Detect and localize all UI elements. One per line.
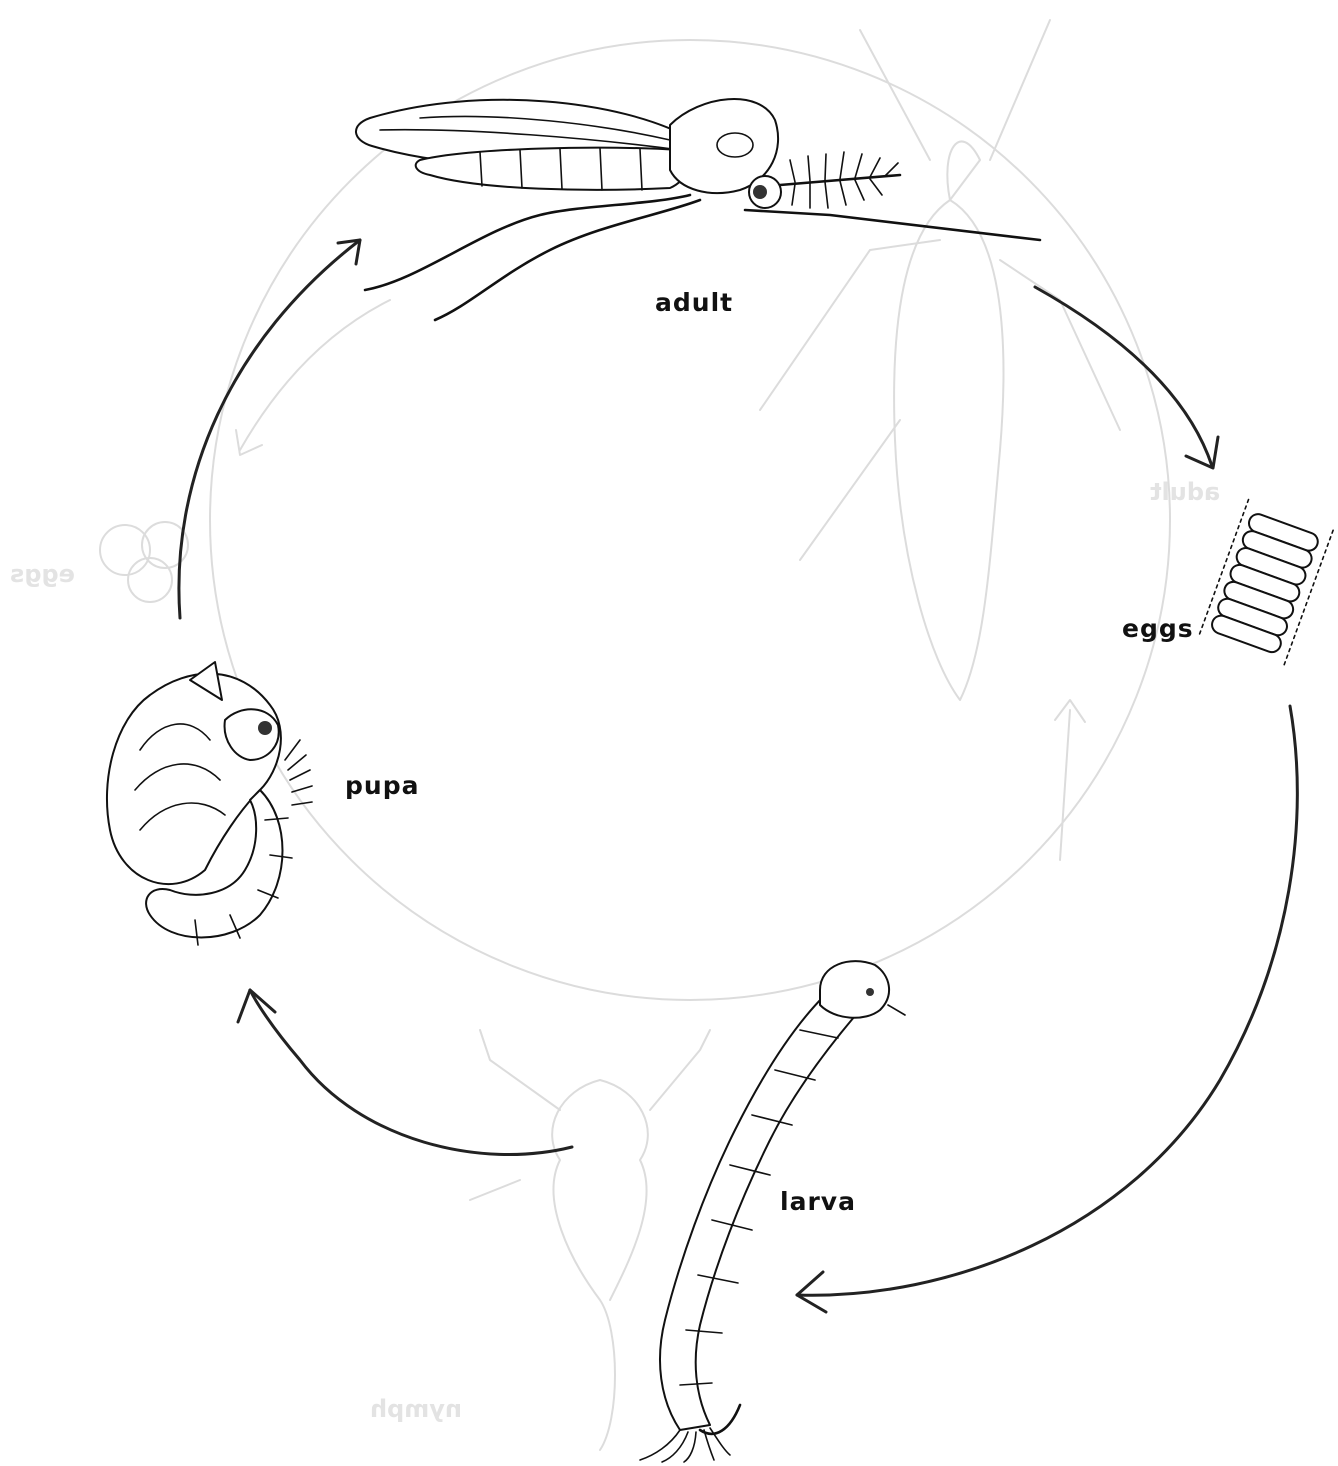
arrowhead-larva-to-pupa	[238, 990, 275, 1022]
larva-mouthpart	[888, 1005, 905, 1015]
ghost-aphid-leg-3	[800, 420, 900, 560]
ghost-aphid-antenna-1	[860, 30, 930, 160]
ghost-aphid-antenna-2	[990, 20, 1050, 160]
ghost-aphid-leg-1	[760, 240, 940, 410]
larva-head	[820, 961, 889, 1018]
ghost-nymph-leg-1	[480, 1030, 560, 1110]
arrow-larva-to-pupa	[250, 990, 572, 1155]
label-adult: adult	[655, 288, 733, 317]
ghost-label-nymph: nymph	[370, 1395, 462, 1423]
label-eggs: eggs	[1122, 614, 1194, 643]
arrowhead-eggs-to-larva	[797, 1272, 826, 1312]
pupa-eye	[258, 721, 272, 735]
ghost-nymph-right	[600, 1080, 648, 1300]
ghost-nymph-leg-2	[650, 1030, 710, 1110]
adult-abdomen	[416, 148, 686, 190]
ghost-nymph-left	[552, 1080, 615, 1450]
ghost-aphid-leg-2	[1000, 260, 1120, 430]
eggs-illustration	[1199, 500, 1333, 667]
label-pupa: pupa	[345, 771, 419, 800]
ghost-label-adult: adult	[1150, 478, 1220, 506]
ghost-arrow-1	[1060, 710, 1070, 860]
ghost-nymph-leg-3	[470, 1180, 520, 1200]
adult-eye	[753, 185, 767, 199]
pupa-setae	[285, 740, 312, 805]
ghost-aphid-body	[894, 200, 1003, 700]
larva-illustration	[640, 961, 905, 1462]
adult-hind-leg-1	[365, 195, 690, 290]
ghost-arrow-2	[240, 300, 390, 450]
ghost-aphid-head	[947, 141, 980, 200]
arrow-pupa-to-adult	[179, 240, 360, 618]
pupa-illustration	[107, 662, 312, 945]
adult-front-leg	[745, 210, 1040, 240]
ghost-label-eggs: eggs	[10, 560, 75, 588]
ghost-egg-3	[128, 558, 172, 602]
larva-eye	[866, 988, 874, 996]
label-larva: larva	[780, 1187, 856, 1216]
